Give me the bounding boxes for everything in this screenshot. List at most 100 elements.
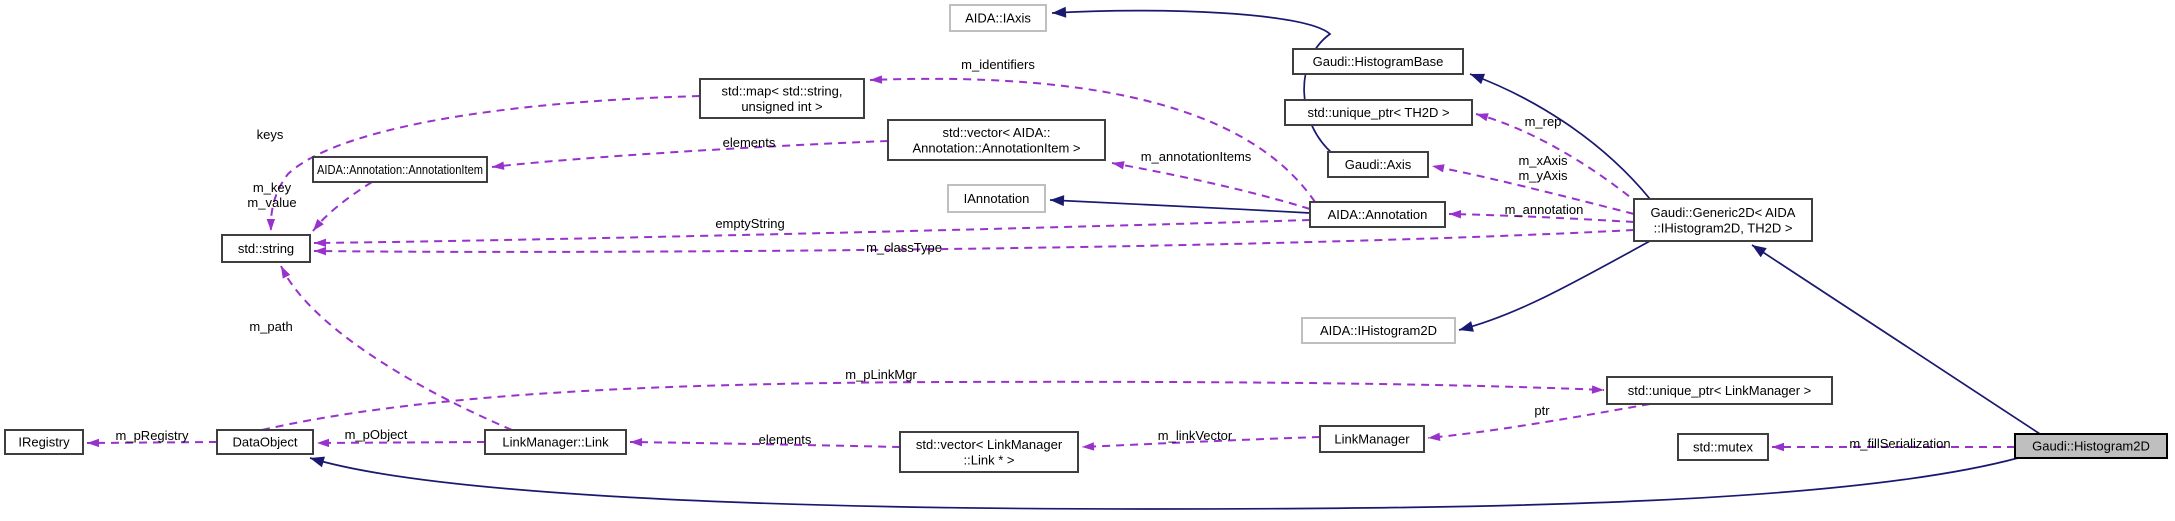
node-box-linkmanager[interactable] xyxy=(1319,425,1425,453)
edge-emptystring xyxy=(313,219,1311,244)
node-box-std-map[interactable] xyxy=(699,78,865,119)
edge-elements-bottom xyxy=(629,441,901,448)
edge-label-m-plinkmgr: m_pLinkMgr xyxy=(845,367,917,382)
arrowhead-m-classtype xyxy=(314,246,327,256)
node-annotation-item[interactable]: AIDA::Annotation::AnnotationItem xyxy=(312,156,488,183)
edge-label-m-annotationitems: m_annotationItems xyxy=(1141,149,1252,164)
node-unique-ptr-th2d[interactable]: std::unique_ptr< TH2D > xyxy=(1284,99,1473,126)
arrowhead-histo2d-to-generic2d xyxy=(1752,245,1767,258)
node-label-linkmanager-link: LinkManager::Link xyxy=(502,435,609,450)
node-box-std-string[interactable] xyxy=(221,234,311,263)
edge-m-plinkmgr xyxy=(261,380,1605,431)
node-std-map[interactable]: std::map< std::string,unsigned int > xyxy=(699,78,865,119)
node-iannotation[interactable]: IAnnotation xyxy=(947,184,1046,213)
node-label-vector-link: std::vector< LinkManager xyxy=(916,437,1063,452)
node-label-vector-link: ::Link * > xyxy=(964,453,1015,468)
node-linkmanager-link[interactable]: LinkManager::Link xyxy=(484,429,627,455)
node-unique-ptr-linkmgr[interactable]: std::unique_ptr< LinkManager > xyxy=(1606,376,1833,405)
node-label-std-string: std::string xyxy=(238,241,294,256)
node-label-std-mutex: std::mutex xyxy=(1693,440,1753,455)
node-box-aida-ihistogram2d[interactable] xyxy=(1301,317,1456,344)
node-box-iannotation[interactable] xyxy=(947,184,1046,213)
edge-label-ptr: ptr xyxy=(1534,403,1550,418)
node-label-dataobject: DataObject xyxy=(232,435,297,450)
edge-label-m-annotation: m_annotation xyxy=(1505,202,1584,217)
edge-m-annotation xyxy=(1448,213,1635,223)
edge-label-m-x-y-axis: m_yAxis xyxy=(1518,168,1568,183)
node-box-gaudi-histogrambase[interactable] xyxy=(1292,48,1464,75)
node-aida-ihistogram2d[interactable]: AIDA::IHistogram2D xyxy=(1301,317,1456,344)
edge-m-x-y-axis xyxy=(1431,165,1635,215)
node-label-aida-annotation: AIDA::Annotation xyxy=(1328,207,1428,222)
edge-ptr xyxy=(1427,403,1651,439)
arrowhead-m-linkvector xyxy=(1082,442,1095,451)
arrowhead-m-pregistry xyxy=(87,438,100,448)
node-label-gaudi-axis: Gaudi::Axis xyxy=(1345,157,1412,172)
node-label-unique-ptr-th2d: std::unique_ptr< TH2D > xyxy=(1307,105,1449,120)
node-box-dataobject[interactable] xyxy=(216,429,314,455)
edge-label-m-key-value: m_value xyxy=(247,195,296,210)
edge-elements-top xyxy=(491,140,889,168)
node-label-gaudi-histogrambase: Gaudi::HistogramBase xyxy=(1313,54,1444,69)
arrowhead-m-path xyxy=(281,266,291,279)
edge-label-elements-bottom: elements xyxy=(759,432,812,447)
arrowhead-m-fillserialization xyxy=(1772,442,1784,452)
node-label-unique-ptr-linkmgr: std::unique_ptr< LinkManager > xyxy=(1628,383,1812,398)
node-dataobject[interactable]: DataObject xyxy=(216,429,314,455)
edge-label-elements-top: elements xyxy=(723,135,776,150)
node-label-vector-annitem: Annotation::AnnotationItem > xyxy=(912,141,1080,156)
edge-histo2d-to-dataobject xyxy=(309,457,2019,510)
edge-m-linkvector xyxy=(1081,436,1321,448)
node-label-vector-annitem: std::vector< AIDA:: xyxy=(942,125,1050,140)
node-box-vector-link[interactable] xyxy=(899,431,1079,473)
edge-m-classtype xyxy=(313,229,1635,253)
edge-label-m-linkvector: m_linkVector xyxy=(1158,428,1233,443)
node-label-gaudi-generic2d: ::IHistogram2D, TH2D > xyxy=(1654,221,1793,236)
arrowhead-keys xyxy=(266,218,276,231)
node-box-vector-annitem[interactable] xyxy=(887,119,1106,161)
arrowhead-histo2d-to-dataobject xyxy=(310,456,325,468)
edge-generic2d-to-histobase xyxy=(1469,73,1651,200)
node-gaudi-axis[interactable]: Gaudi::Axis xyxy=(1327,151,1429,178)
node-box-linkmanager-link[interactable] xyxy=(484,429,627,455)
node-gaudi-histogram2d[interactable]: Gaudi::Histogram2D xyxy=(2014,433,2168,459)
node-box-gaudi-histogram2d[interactable] xyxy=(2014,433,2168,459)
edge-label-m-x-y-axis: m_xAxis xyxy=(1518,153,1568,168)
node-label-iregistry: IRegistry xyxy=(18,435,70,450)
edge-label-emptystring: emptyString xyxy=(715,216,784,231)
node-box-std-mutex[interactable] xyxy=(1677,433,1769,461)
arrowhead-axis-to-iaxis xyxy=(1052,6,1067,18)
node-gaudi-histogrambase[interactable]: Gaudi::HistogramBase xyxy=(1292,48,1464,75)
node-iregistry[interactable]: IRegistry xyxy=(4,429,84,455)
node-box-iregistry[interactable] xyxy=(4,429,84,455)
node-box-unique-ptr-th2d[interactable] xyxy=(1284,99,1473,126)
node-label-aida-ihistogram2d: AIDA::IHistogram2D xyxy=(1320,323,1437,338)
node-box-gaudi-generic2d[interactable] xyxy=(1633,198,1813,242)
node-label-gaudi-generic2d: Gaudi::Generic2D< AIDA xyxy=(1651,205,1796,220)
node-vector-link[interactable]: std::vector< LinkManager::Link * > xyxy=(899,431,1079,473)
arrowhead-generic2d-to-histobase xyxy=(1470,73,1486,85)
node-aida-iaxis[interactable]: AIDA::IAxis xyxy=(949,4,1047,32)
node-box-gaudi-axis[interactable] xyxy=(1327,151,1429,178)
node-box-aida-iaxis[interactable] xyxy=(949,4,1047,32)
edge-label-m-fillserialization: m_fillSerialization xyxy=(1849,436,1950,451)
node-std-mutex[interactable]: std::mutex xyxy=(1677,433,1769,461)
node-gaudi-generic2d[interactable]: Gaudi::Generic2D< AIDA::IHistogram2D, TH… xyxy=(1633,198,1813,242)
edge-label-m-classtype: m_classType xyxy=(866,240,942,255)
node-label-linkmanager: LinkManager xyxy=(1334,432,1410,447)
node-box-aida-annotation[interactable] xyxy=(1309,201,1446,228)
arrowhead-elements-bottom xyxy=(630,437,643,447)
node-aida-annotation[interactable]: AIDA::Annotation xyxy=(1309,201,1446,228)
arrowhead-generic2d-to-ihisto2d xyxy=(1459,321,1474,332)
arrowhead-m-key-value xyxy=(313,219,324,231)
edge-label-keys: keys xyxy=(257,127,284,142)
node-vector-annitem[interactable]: std::vector< AIDA::Annotation::Annotatio… xyxy=(887,119,1106,161)
edge-annotation-to-iannotation xyxy=(1049,199,1311,214)
edge-m-rep xyxy=(1475,113,1641,206)
node-linkmanager[interactable]: LinkManager xyxy=(1319,425,1425,453)
node-box-unique-ptr-linkmgr[interactable] xyxy=(1606,376,1833,405)
edge-histo2d-to-generic2d xyxy=(1751,244,2041,435)
node-box-annotation-item[interactable] xyxy=(312,156,488,183)
node-std-string[interactable]: std::string xyxy=(221,234,311,263)
